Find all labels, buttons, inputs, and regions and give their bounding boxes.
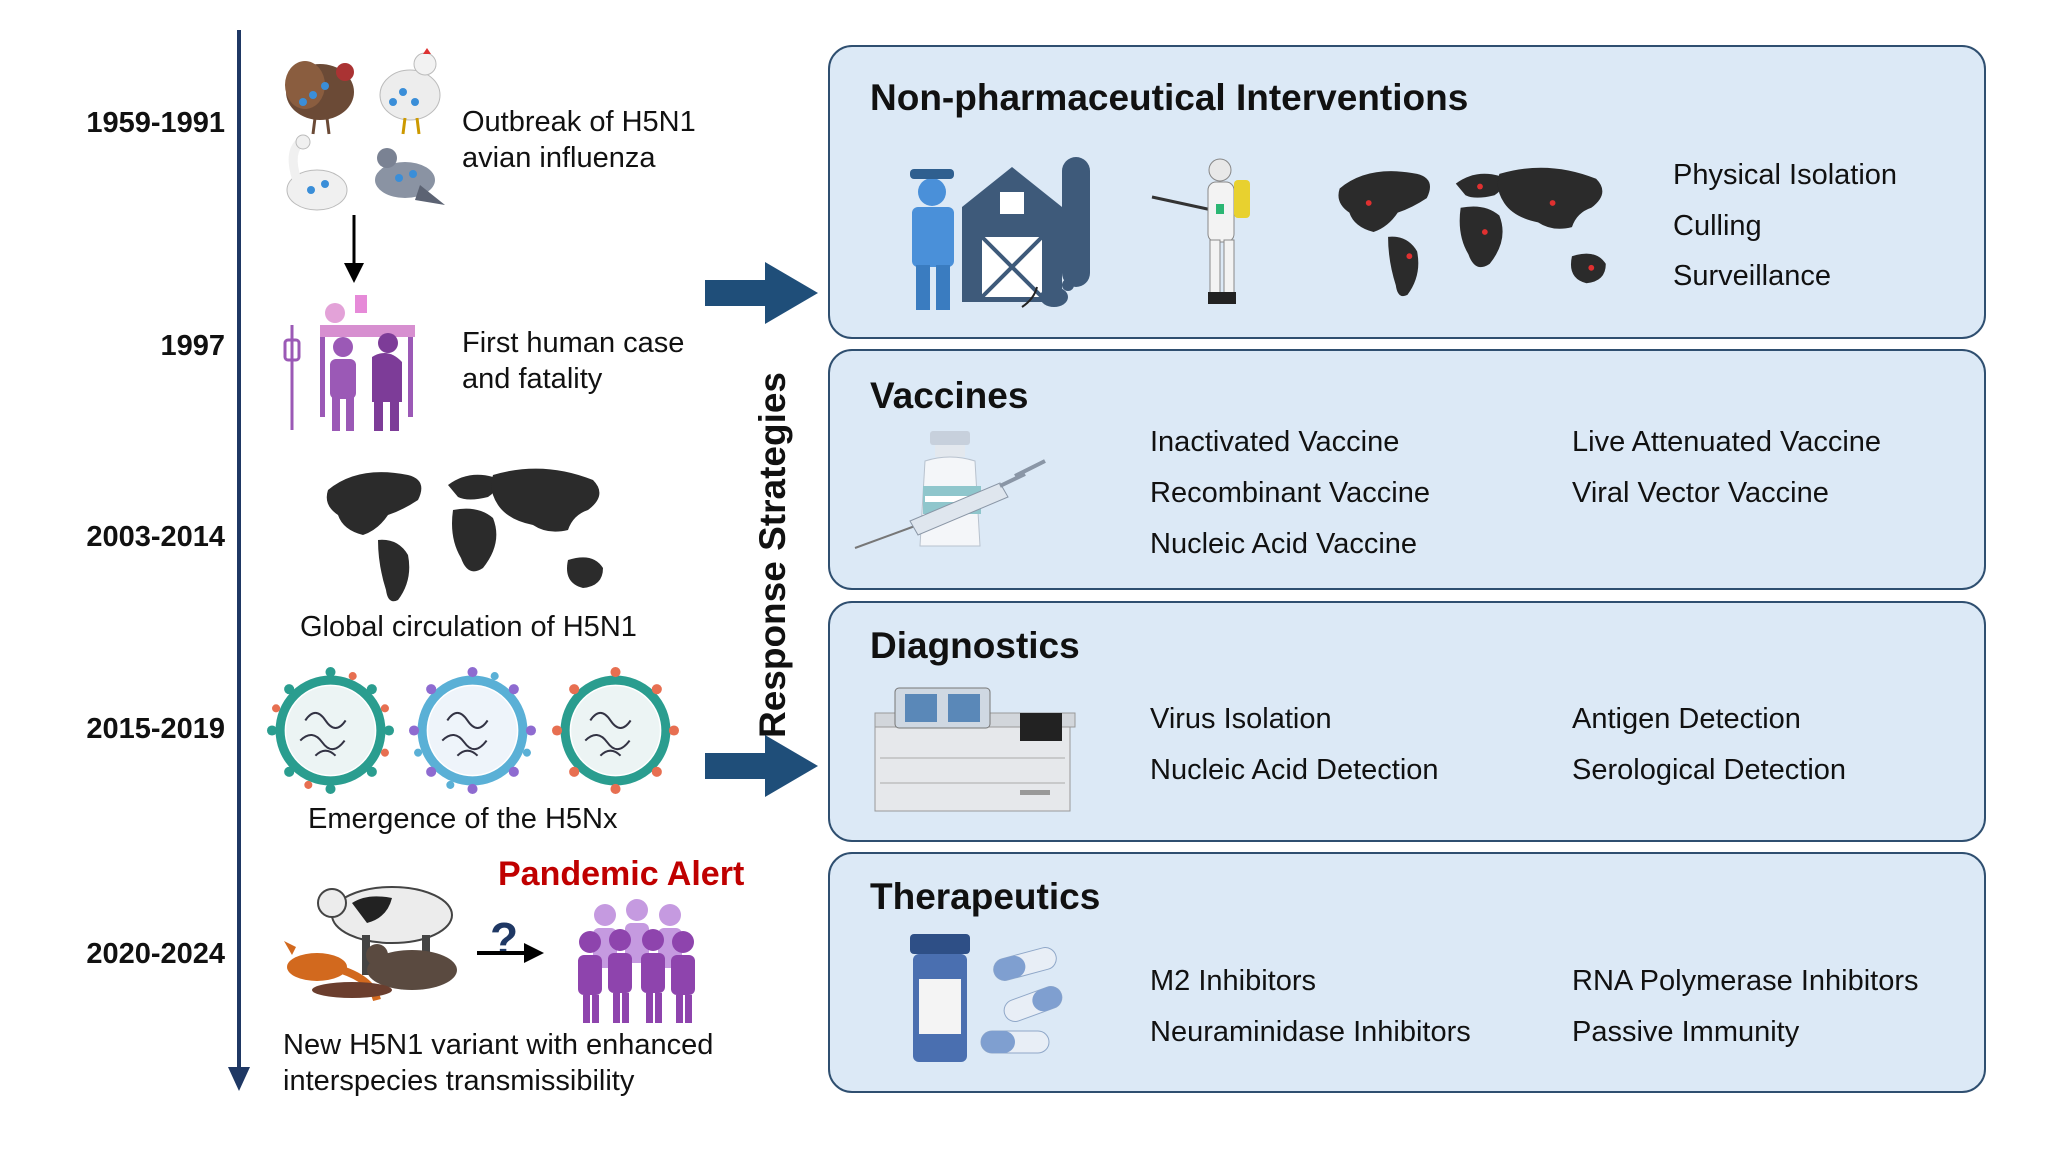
world-map-icon — [1338, 167, 1606, 297]
diagnostic-item: Serological Detection — [1572, 754, 1847, 786]
diagnostic-item: Nucleic Acid Detection — [1150, 754, 1439, 786]
virus-icon — [266, 666, 395, 795]
panel-non-pharmaceutical: Non-pharmaceutical Interventions — [828, 45, 1986, 339]
world-map-icon — [326, 468, 603, 602]
right-arrow — [705, 735, 818, 797]
timeline-axis — [228, 30, 250, 1091]
event-text: New H5N1 variant with enhanced interspec… — [283, 1029, 714, 1097]
therapeutic-item: Neuraminidase Inhibitors — [1150, 1016, 1471, 1048]
event-text: Emergence of the H5Nx — [308, 803, 618, 835]
right-arrow — [705, 262, 818, 324]
panel-therapeutics: Therapeutics M2 Inhibitors Neuraminidase… — [828, 852, 1986, 1093]
vaccine-item: Viral Vector Vaccine — [1572, 477, 1829, 509]
virus-icon — [408, 666, 537, 795]
event-text: Outbreak of H5N1 avian influenza — [462, 106, 696, 174]
intervention-item: Physical Isolation — [1673, 159, 1898, 191]
vaccine-item: Live Attenuated Vaccine — [1572, 426, 1882, 458]
event-text: First human case and fatality — [462, 327, 685, 395]
vaccine-item: Recombinant Vaccine — [1150, 477, 1430, 509]
year-label: 2020-2024 — [86, 938, 225, 970]
response-strategies-label: Response Strategies — [752, 371, 793, 739]
year-label: 1959-1991 — [86, 107, 225, 139]
year-label: 2003-2014 — [86, 521, 225, 553]
pill-bottle-icon — [910, 934, 1063, 1062]
hospital-patient-icon — [283, 295, 415, 431]
sprayer-worker-icon — [1151, 158, 1250, 304]
year-label: 1997 — [160, 330, 225, 362]
vaccine-syringe-icon — [854, 431, 1046, 549]
diagnostic-item: Antigen Detection — [1572, 703, 1801, 735]
therapeutic-item: Passive Immunity — [1572, 1016, 1800, 1048]
virus-icon — [551, 666, 680, 795]
birds-icon — [285, 48, 445, 211]
vaccine-item: Nucleic Acid Vaccine — [1150, 528, 1418, 560]
panel-title: Non-pharmaceutical Interventions — [870, 77, 1469, 118]
panel-diagnostics: Diagnostics Virus Isolation Nucleic Acid… — [828, 601, 1986, 842]
diagnostic-analyzer-icon — [874, 687, 1076, 812]
animals-icon — [284, 886, 457, 1002]
panel-title: Therapeutics — [870, 876, 1101, 917]
intervention-item: Culling — [1673, 210, 1762, 242]
panel-vaccines: Vaccines Inactivated Vaccine Recombinant… — [828, 349, 1986, 590]
intervention-item: Surveillance — [1673, 260, 1831, 292]
question-arrow-icon: ? — [477, 913, 544, 965]
therapeutic-item: M2 Inhibitors — [1150, 965, 1317, 997]
down-arrow — [344, 215, 364, 283]
panel-title: Diagnostics — [870, 625, 1080, 666]
year-label: 2015-2019 — [86, 713, 225, 745]
vaccine-item: Inactivated Vaccine — [1150, 426, 1400, 458]
crowd-icon — [578, 899, 695, 1023]
farm-barn-icon — [910, 157, 1090, 310]
svg-text:?: ? — [490, 913, 518, 965]
event-text: Global circulation of H5N1 — [300, 611, 637, 643]
panel-title: Vaccines — [870, 375, 1029, 416]
pandemic-alert: Pandemic Alert — [498, 855, 745, 893]
therapeutic-item: RNA Polymerase Inhibitors — [1572, 965, 1919, 997]
diagnostic-item: Virus Isolation — [1150, 703, 1332, 735]
